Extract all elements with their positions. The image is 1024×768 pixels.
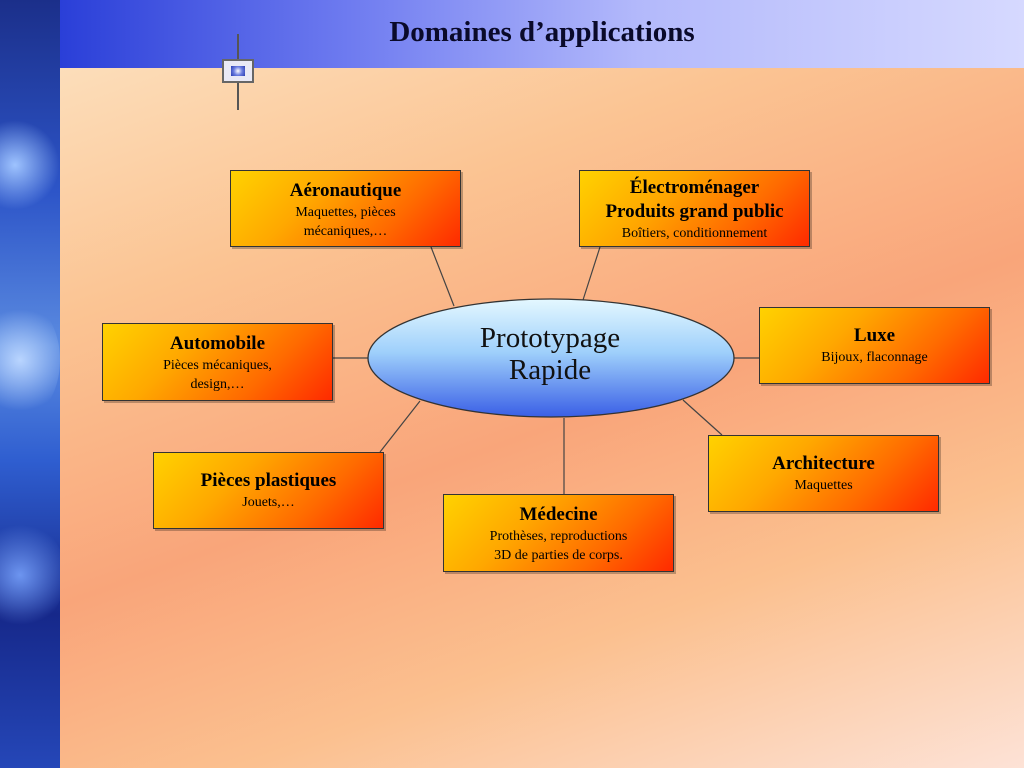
box-architecture-title: Architecture [772,453,875,474]
box-pieces-plastiques: Pièces plastiques Jouets,… [153,452,384,529]
box-electromenager-line1: Boîtiers, conditionnement [621,226,768,241]
central-ellipse [367,298,735,418]
slide-nav-button[interactable] [222,59,254,83]
box-pieces-plastiques-title: Pièces plastiques [200,470,337,491]
box-automobile-line1: Pièces mécaniques, [163,358,272,373]
title-bar [60,0,1024,68]
box-aeronautique-line2: mécaniques,… [303,224,388,239]
central-topic-line1: Prototypage [479,322,621,354]
central-topic: Prototypage Rapide [370,322,730,386]
central-topic-line2: Rapide [508,354,592,386]
box-luxe-line1: Bijoux, flaconnage [821,350,928,365]
connector-aeronautique [430,246,455,307]
sidebar-decoration [0,0,60,768]
box-electromenager-title: Électroménager [629,177,760,198]
slide-title: Domaines d’applications [389,16,695,48]
box-aeronautique: Aéronautique Maquettes, pièces mécanique… [230,170,461,247]
box-luxe: Luxe Bijoux, flaconnage [759,307,990,384]
box-architecture-line1: Maquettes [794,478,853,493]
box-medecine-line2: 3D de parties de corps. [494,548,623,563]
box-architecture: Architecture Maquettes [708,435,939,512]
box-luxe-title: Luxe [853,325,896,346]
connector-pieces-plastiques [379,400,421,453]
connector-electromenager [582,246,601,301]
box-electromenager-title2: Produits grand public [605,201,784,222]
nav-star-icon [231,66,245,76]
box-aeronautique-title: Aéronautique [289,180,402,201]
box-automobile-line2: design,… [190,377,245,392]
box-automobile-title: Automobile [170,333,265,354]
box-automobile: Automobile Pièces mécaniques, design,… [102,323,333,401]
box-medecine: Médecine Prothèses, reproductions 3D de … [443,494,674,572]
connector-architecture [682,399,723,436]
box-medecine-title: Médecine [519,504,598,525]
box-electromenager: Électroménager Produits grand public Boî… [579,170,810,247]
box-pieces-plastiques-line1: Jouets,… [242,495,295,510]
box-medecine-line1: Prothèses, reproductions [489,529,628,544]
box-aeronautique-line1: Maquettes, pièces [295,205,396,220]
